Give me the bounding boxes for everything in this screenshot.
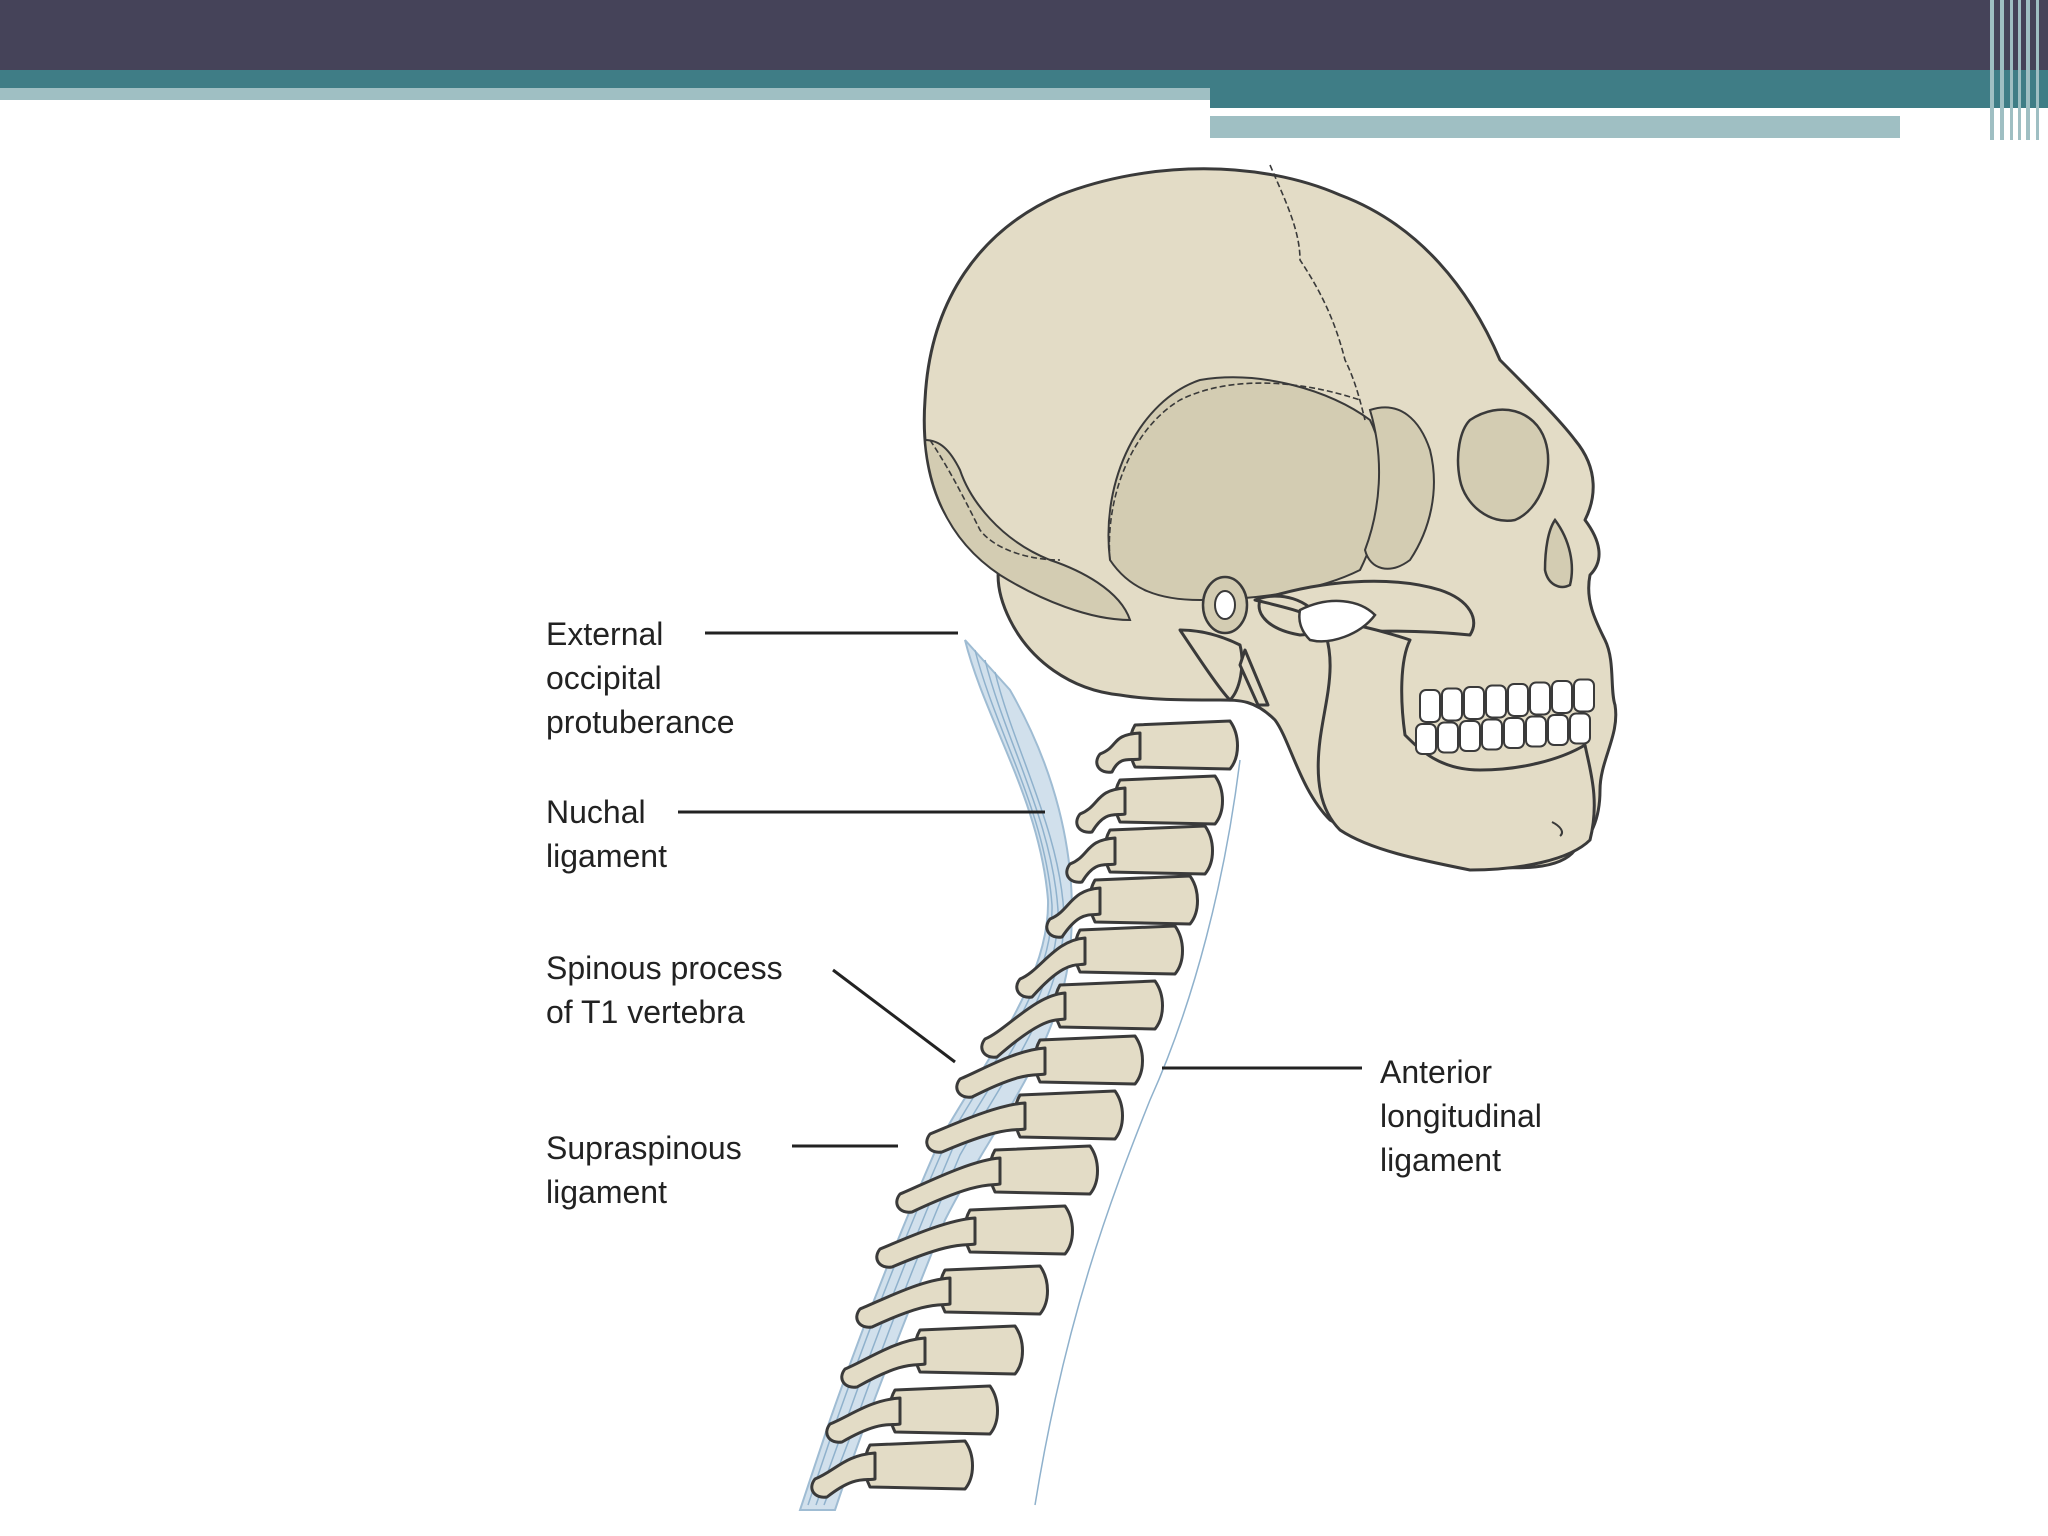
mandible [1253,594,1596,872]
lower-tooth [1569,712,1591,745]
anterior-longitudinal-ligament [1034,759,1241,1506]
header-white-line [1210,111,1900,115]
upper-tooth [1529,681,1551,716]
lower-tooth [1547,714,1569,746]
header-teal-bar-right [1210,88,2048,108]
upper-tooth [1441,687,1463,722]
lower-tooth [1415,723,1437,755]
vertebra-body [1073,924,1184,976]
orbit [1456,408,1550,523]
skull [922,164,1618,872]
vertebra-body [1103,824,1214,876]
mandibular-notch [1298,599,1377,643]
vertebra-body [1128,719,1239,771]
lower-tooth [1437,721,1459,754]
header-light-bar-right [1210,116,1900,138]
spinous-process [1015,936,1087,999]
label-spinous-process-t1: Spinous process of T1 vertebra [546,950,783,1030]
leader-spinous [832,968,956,1064]
vertebral-column [810,719,1239,1499]
vertebra-body [888,1384,999,1436]
occipital-bone [923,438,1132,622]
label-external-occipital-protuberance: External occipital protuberance [546,616,735,740]
spinous-process [1065,836,1117,884]
spinous-process [1045,886,1102,939]
spinous-process [1095,731,1142,774]
label-anterior-longitudinal-ligament: Anterior longitudinal ligament [1380,1054,1542,1178]
vertebra-body [1053,979,1164,1031]
upper-tooth [1485,684,1507,719]
upper-tooth [1507,683,1529,717]
sphenoid-bone [1363,406,1435,570]
header-light-bar [0,88,1210,100]
slide-header-bars [0,0,2048,140]
coronal-suture [1269,164,1366,421]
lower-tooth [1525,715,1547,748]
spinous-process [840,1336,927,1389]
vertebra-body [1033,1034,1144,1086]
vertebra-body [1013,1089,1124,1141]
vertebra-body [863,1439,974,1491]
vertebra-body [1088,874,1199,926]
spinous-process [955,1046,1047,1099]
lower-tooth [1481,718,1503,751]
spinous-process [980,991,1067,1059]
teeth [1415,678,1595,755]
upper-tooth [1551,680,1573,714]
upper-tooth [1463,686,1485,720]
spinous-process [925,1101,1027,1154]
vertebra-body [988,1144,1099,1196]
label-nuchal-ligament: Nuchal ligament [546,794,667,874]
spinous-process [855,1276,952,1329]
lower-tooth [1503,717,1525,749]
chin-point [1551,821,1563,837]
spinous-process [810,1451,877,1499]
nasal-aperture [1543,517,1574,589]
vertebra-body [913,1324,1024,1376]
header-teal-bar [0,70,2048,88]
spinous-process [875,1216,977,1269]
upper-tooth [1419,689,1441,723]
label-supraspinous-ligament: Supraspinous ligament [546,1130,742,1210]
upper-tooth [1573,678,1595,713]
lower-tooth [1459,720,1481,752]
spinous-process [1075,786,1127,834]
mastoid-process [1178,628,1244,702]
squamous-suture [1108,382,1361,561]
spinous-process [825,1396,902,1444]
lambdoid-suture [929,439,1061,561]
vertebra-body [963,1204,1074,1256]
leader-lines [678,631,1362,1148]
vertebra-body [938,1264,1049,1316]
spinous-process [895,1156,1002,1214]
styloid-process [1238,648,1270,707]
header-dark-bar [0,0,2048,70]
header-right-stripes [1990,0,2039,140]
vertebra-body [1113,774,1224,826]
